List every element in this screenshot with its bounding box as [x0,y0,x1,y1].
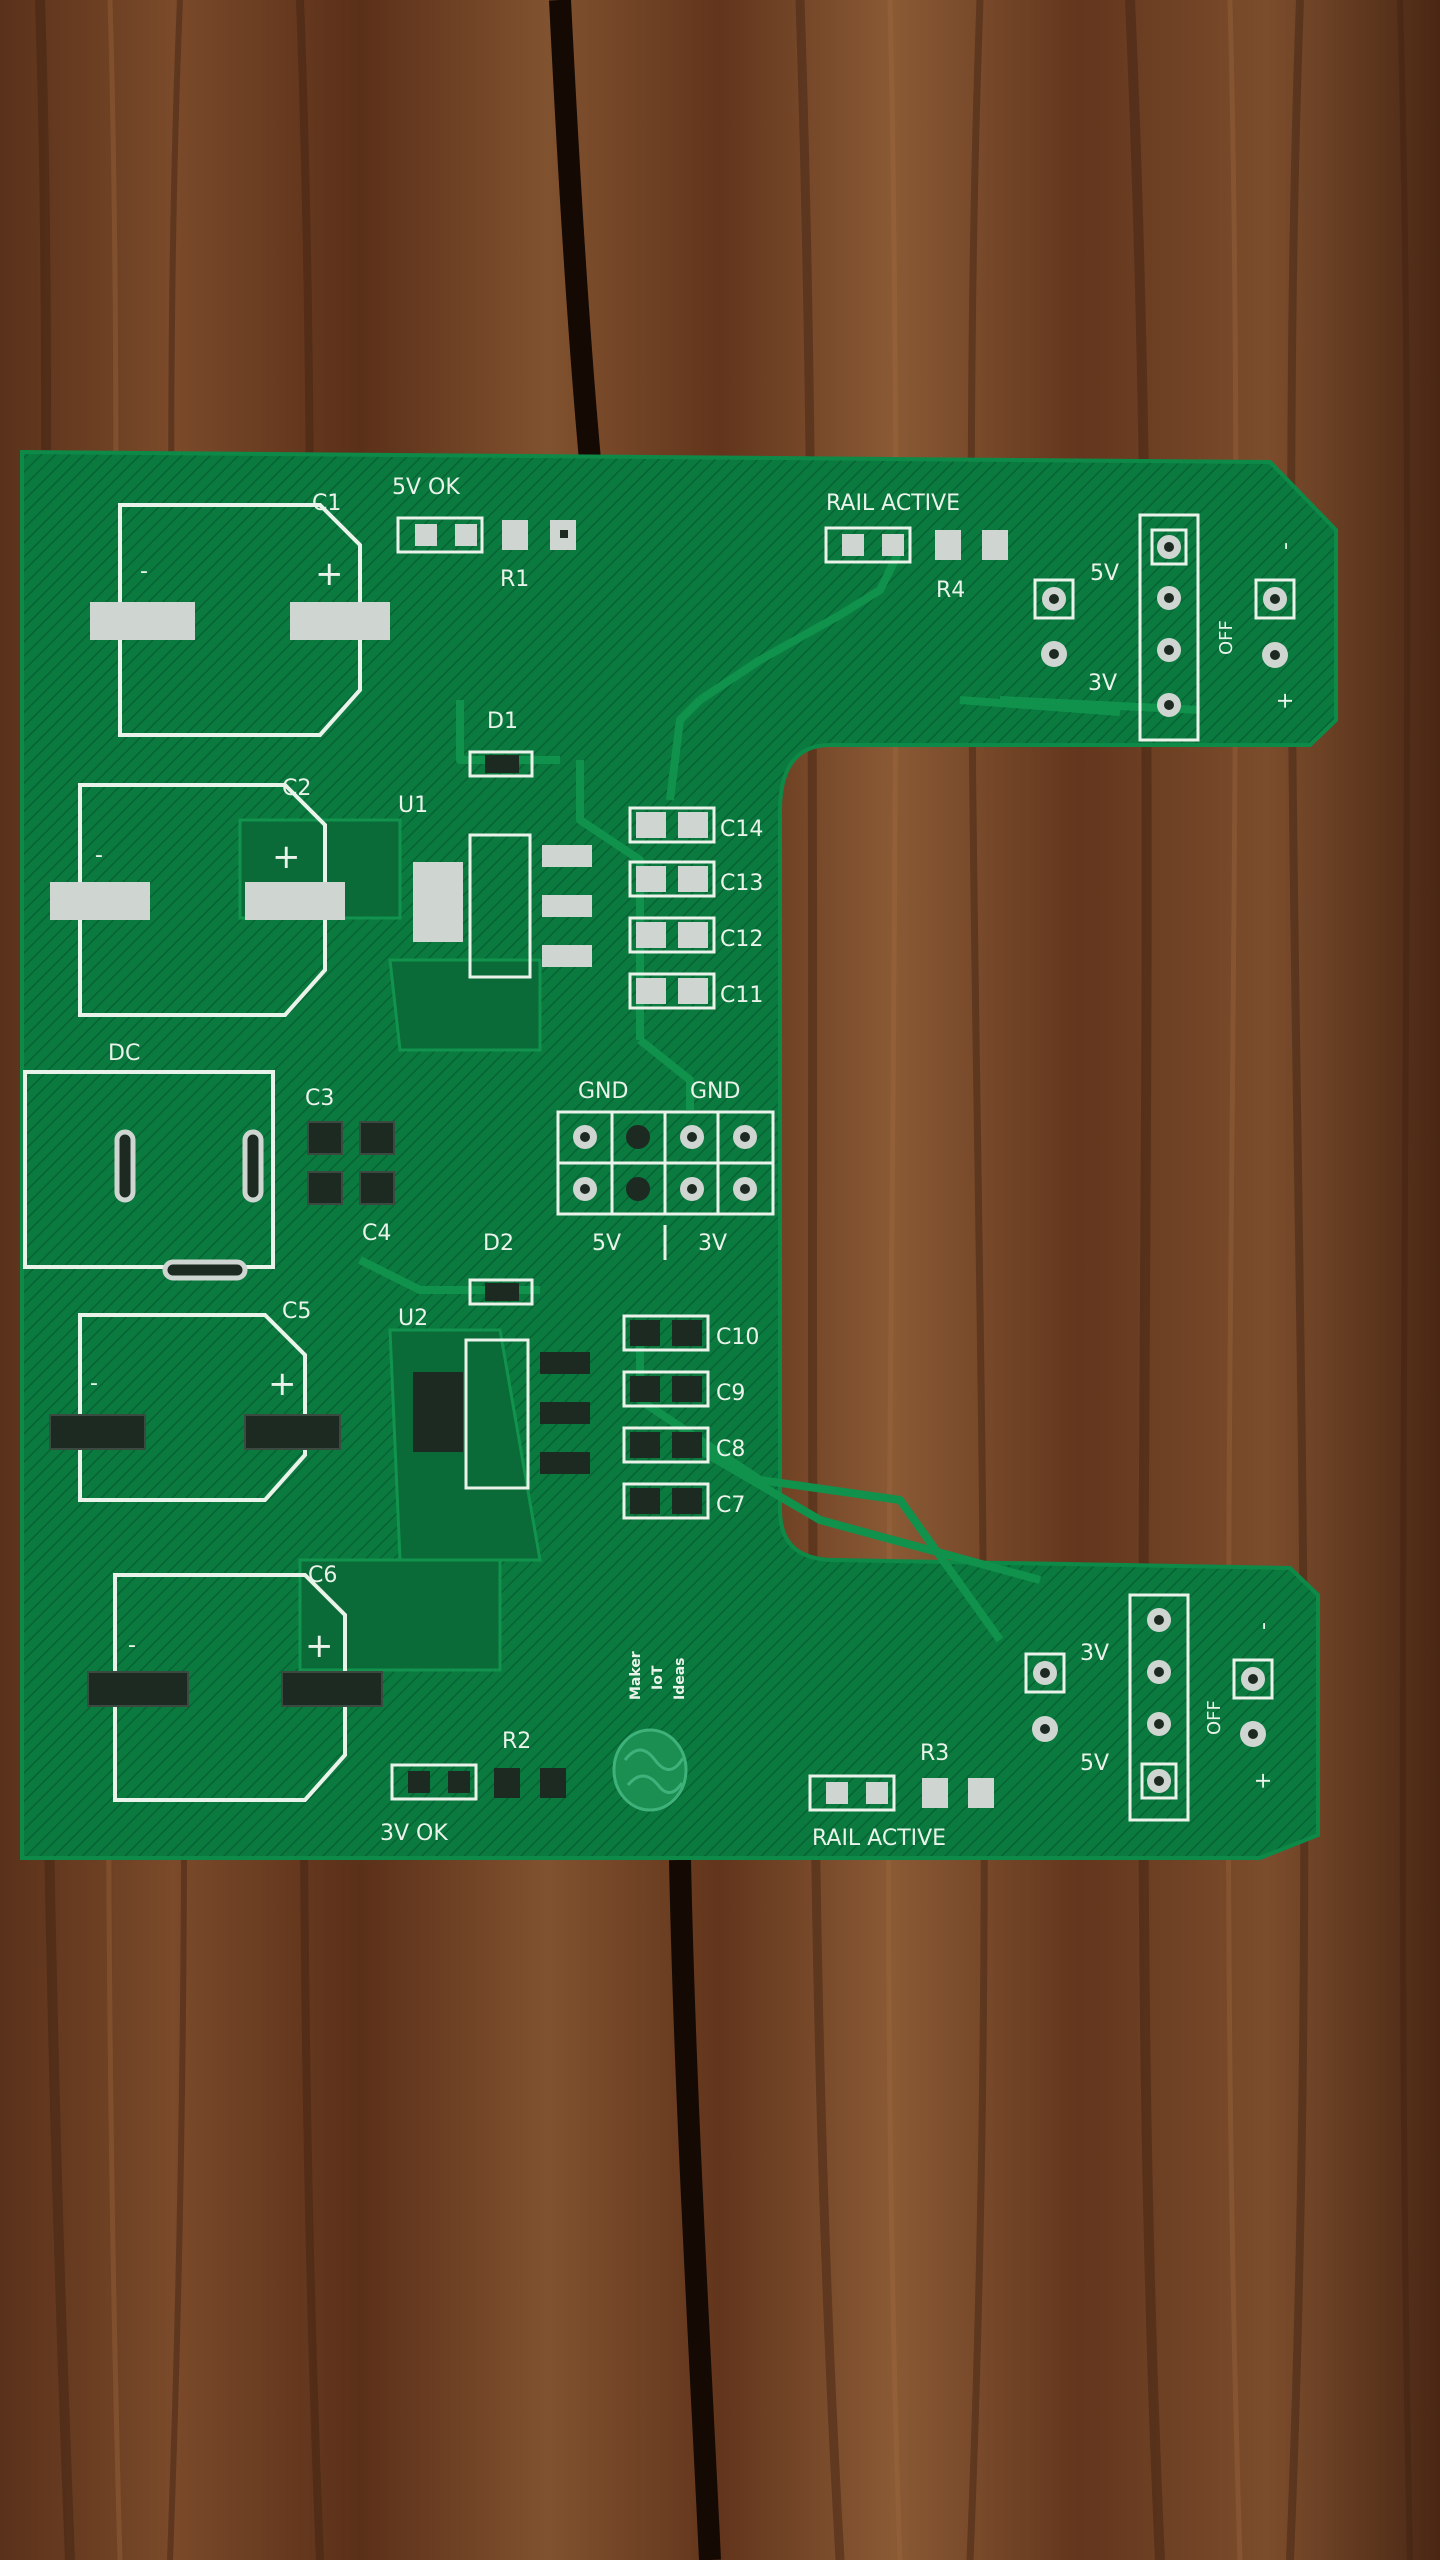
maker-iot-ideas-logo: Maker IoT Ideas [612,1651,688,1812]
c2-designator: C2 [282,776,311,801]
c13-designator: C13 [720,871,763,896]
c1-minus-label: - [140,559,148,584]
c5-minus-label: - [90,1371,98,1396]
gnd-right-label: GND [690,1079,740,1104]
rail-active-top-label: RAIL ACTIVE [826,491,960,516]
diode-d1: D1 [468,709,534,778]
c5-plus-label: + [268,1364,297,1404]
sw-bottom-5v-label: 5V [1080,1751,1109,1776]
c4-designator: C4 [362,1221,391,1246]
sw-bottom-off-label: OFF [1204,1700,1225,1735]
output-header: GND GND 5V 3V [556,1079,775,1260]
r1-designator: R1 [500,567,529,592]
out-5v-label: 5V [592,1231,621,1256]
c6-designator: C6 [308,1563,337,1588]
c11-designator: C11 [720,983,763,1008]
d1-designator: D1 [487,709,518,734]
capacitors-c3-c4: C3 C4 [305,1086,395,1246]
c9-designator: C9 [716,1381,745,1406]
rail-switch-top: 5V 3V OFF - + [1033,513,1298,742]
sw-bottom-minus-label: - [1251,1622,1276,1630]
u2-designator: U2 [398,1306,428,1331]
c1-plus-label: + [315,554,344,594]
sw-bottom-3v-label: 3V [1080,1641,1109,1666]
c3-designator: C3 [305,1086,334,1111]
c7-designator: C7 [716,1493,745,1518]
r3-designator: R3 [920,1741,949,1766]
logo-line-3: Ideas [672,1657,688,1700]
regulator-u2: U2 [398,1306,590,1490]
diode-d2: D2 [468,1231,534,1306]
r2-designator: R2 [502,1729,531,1754]
gnd-left-label: GND [578,1079,628,1104]
rail-active-top: RAIL ACTIVE R4 [824,491,1008,603]
logo-line-2: IoT [650,1665,666,1690]
d2-designator: D2 [483,1231,514,1256]
c8-designator: C8 [716,1437,745,1462]
capacitor-c5: - + C5 [49,1299,341,1502]
dc-jack: DC [23,1041,275,1281]
rail-switch-bottom: 3V 5V OFF - + [1024,1593,1276,1822]
c2-minus-label: - [95,843,103,868]
out-3v-label: 3V [698,1231,727,1256]
regulator-u1: U1 [398,793,592,979]
pcb-outline [20,449,1338,1860]
c10-designator: C10 [716,1325,759,1350]
c1-designator: C1 [312,491,341,516]
sw-bottom-plus-label: + [1251,1772,1276,1790]
r4-designator: R4 [936,578,965,603]
sw-top-plus-label: + [1273,692,1298,710]
capacitor-array-c7-c10: C10 C9 C8 C7 [622,1314,759,1520]
c12-designator: C12 [720,927,763,952]
c5-designator: C5 [282,1299,311,1324]
capacitor-c1: - + C1 [90,491,390,737]
rail-active-bottom: R3 RAIL ACTIVE [808,1741,994,1851]
sw-top-minus-label: - [1273,542,1298,550]
capacitor-c6: - + C6 [87,1563,383,1802]
rail-active-bottom-label: RAIL ACTIVE [812,1826,946,1851]
sw-top-off-label: OFF [1216,620,1237,655]
dc-jack-label: DC [108,1041,140,1066]
sw-top-5v-label: 5V [1090,561,1119,586]
c6-plus-label: + [305,1626,334,1666]
logo-line-1: Maker [628,1651,644,1700]
c6-minus-label: - [128,1633,136,1658]
u1-designator: U1 [398,793,428,818]
c14-designator: C14 [720,817,763,842]
led-3v-ok-label: 3V OK [380,1821,448,1846]
led-3v-ok: R2 3V OK [380,1729,566,1846]
capacitor-array-c11-c14: C14 C13 C12 C11 [628,806,763,1010]
led-5v-ok: 5V OK R1 [392,475,576,592]
sw-top-3v-label: 3V [1088,671,1117,696]
capacitor-c2: - + C2 [50,776,345,1017]
c2-plus-label: + [272,837,301,877]
led-5v-ok-label: 5V OK [392,475,460,500]
